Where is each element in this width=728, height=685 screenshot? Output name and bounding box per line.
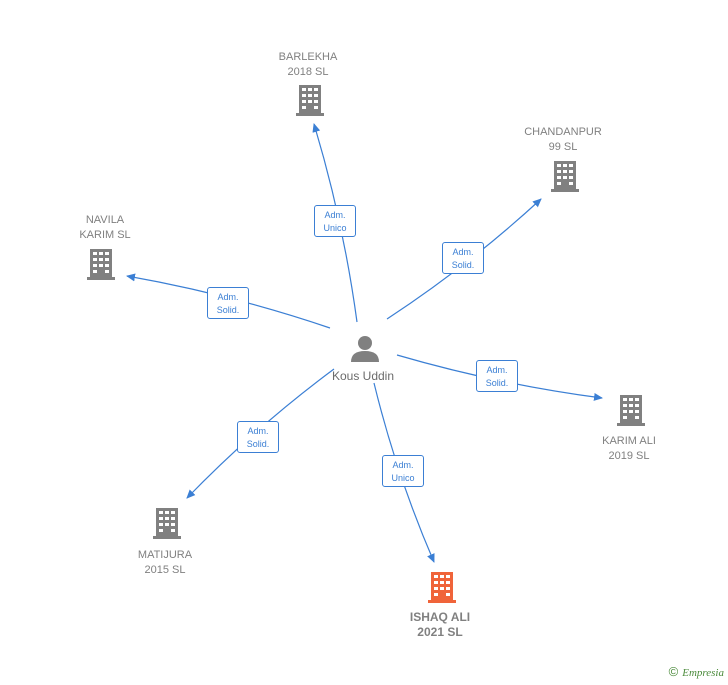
edge-role-label: Adm. Solid. — [237, 421, 279, 453]
copyright-symbol: © — [668, 664, 679, 679]
building-icon[interactable] — [617, 395, 645, 426]
company-name-barlekha[interactable]: BARLEKHA 2018 SL — [278, 51, 338, 78]
company-name-ishaq-ali[interactable]: ISHAQ ALI 2021 SL — [409, 610, 471, 639]
center-person-name[interactable]: Kous Uddin — [331, 369, 395, 383]
building-icon[interactable] — [153, 508, 181, 539]
person-icon — [351, 336, 379, 362]
edge-role-label: Adm. Solid. — [207, 287, 249, 319]
company-name-karim-ali[interactable]: KARIM ALI 2019 SL — [602, 435, 656, 462]
company-name-navila[interactable]: NAVILA KARIM SL — [79, 214, 131, 241]
building-icon[interactable] — [87, 249, 115, 280]
edge-role-label: Adm. Unico — [314, 205, 356, 237]
building-icon[interactable] — [296, 85, 324, 116]
edge-role-label: Adm. Solid. — [442, 242, 484, 274]
brand-name: Empresia — [682, 667, 724, 679]
company-name-matijura[interactable]: MATIJURA 2015 SL — [137, 549, 193, 576]
edge-role-label: Adm. Unico — [382, 455, 424, 487]
brand-footer[interactable]: ©Empresia — [669, 664, 724, 679]
edge-role-label: Adm. Solid. — [476, 360, 518, 392]
building-icon[interactable] — [551, 161, 579, 192]
company-name-chandanpur[interactable]: CHANDANPUR 99 SL — [524, 126, 602, 153]
building-icon[interactable] — [428, 572, 456, 603]
